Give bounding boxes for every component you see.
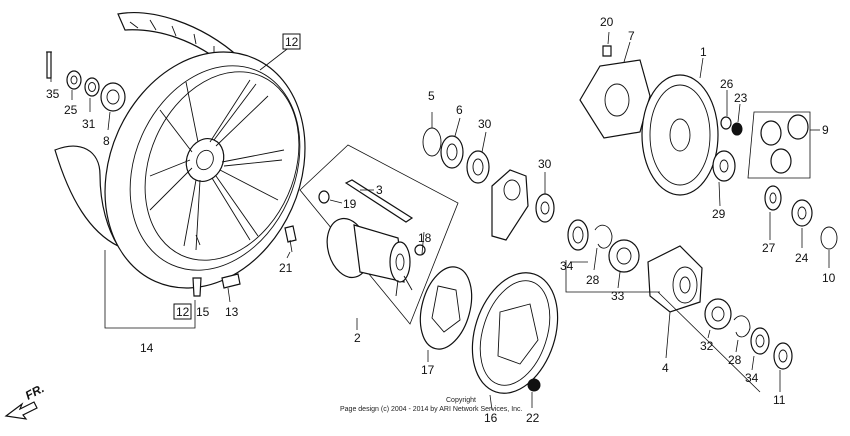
drive-flange-7[interactable] bbox=[579, 59, 651, 139]
front-direction-arrow: FR. bbox=[4, 381, 47, 420]
label-34-b: 34 bbox=[745, 371, 759, 385]
label-9: 9 bbox=[822, 123, 829, 137]
label-14: 14 bbox=[140, 341, 154, 355]
washer-30-b[interactable] bbox=[535, 193, 555, 223]
bolt-20[interactable] bbox=[602, 45, 612, 57]
label-16: 16 bbox=[484, 411, 498, 425]
label-17: 17 bbox=[421, 363, 435, 377]
plate-6[interactable] bbox=[440, 135, 464, 169]
brake-panel-16[interactable] bbox=[458, 262, 572, 405]
label-18: 18 bbox=[418, 231, 432, 245]
shaft-3[interactable] bbox=[344, 179, 414, 223]
label-12-top: 12 bbox=[285, 35, 299, 49]
label-11: 11 bbox=[773, 393, 786, 407]
axle-bolt-35[interactable] bbox=[46, 51, 52, 79]
label-22: 22 bbox=[526, 411, 540, 425]
label-5: 5 bbox=[428, 89, 435, 103]
washer-30-a[interactable] bbox=[466, 150, 490, 184]
hub-assembly-2[interactable] bbox=[299, 144, 459, 325]
copyright-note: Copyright Page design (c) 2004 - 2014 by… bbox=[340, 397, 523, 413]
label-29: 29 bbox=[712, 207, 726, 221]
part-labels: 35 25 31 8 12 14 12 15 13 21 19 3 18 2 5… bbox=[46, 15, 836, 425]
label-12-bottom: 12 bbox=[176, 305, 190, 319]
bolt-21[interactable] bbox=[284, 225, 297, 253]
label-2: 2 bbox=[354, 331, 361, 345]
label-32: 32 bbox=[700, 339, 714, 353]
collar-11[interactable] bbox=[773, 342, 793, 370]
label-19: 19 bbox=[343, 197, 357, 211]
sprocket-hub-4[interactable] bbox=[647, 245, 703, 313]
label-4: 4 bbox=[662, 361, 669, 375]
brake-disc-17[interactable] bbox=[412, 261, 480, 355]
label-28-a: 28 bbox=[586, 273, 600, 287]
label-8: 8 bbox=[103, 134, 110, 148]
valve-15[interactable] bbox=[192, 277, 202, 297]
circlip-28-b[interactable] bbox=[733, 315, 751, 338]
balance-weight-13[interactable] bbox=[221, 273, 241, 289]
washer-29[interactable] bbox=[712, 150, 736, 182]
label-34-a: 34 bbox=[560, 259, 574, 273]
bolt-19[interactable] bbox=[318, 190, 330, 204]
collar-25[interactable] bbox=[66, 70, 82, 90]
bolt-18[interactable] bbox=[414, 244, 426, 256]
nut-26[interactable] bbox=[720, 116, 732, 130]
label-31: 31 bbox=[82, 117, 96, 131]
bearing-8[interactable] bbox=[100, 82, 126, 112]
bearing-33[interactable] bbox=[608, 239, 640, 273]
label-6: 6 bbox=[456, 103, 463, 117]
copyright-line2: Page design (c) 2004 - 2014 by ARI Netwo… bbox=[340, 406, 523, 413]
label-26: 26 bbox=[720, 77, 734, 91]
label-7: 7 bbox=[628, 29, 635, 43]
label-27: 27 bbox=[762, 241, 776, 255]
circlip-28-a[interactable] bbox=[594, 224, 613, 249]
label-28-b: 28 bbox=[728, 353, 742, 367]
nut-22[interactable] bbox=[527, 378, 541, 392]
rear-wheel[interactable] bbox=[54, 12, 341, 320]
copyright-line1: Copyright bbox=[446, 397, 476, 404]
label-33: 33 bbox=[611, 289, 625, 303]
collar-27[interactable] bbox=[764, 185, 782, 211]
nut-24[interactable] bbox=[791, 199, 813, 227]
front-direction-label: FR. bbox=[23, 381, 47, 402]
sprocket-1[interactable] bbox=[641, 74, 719, 196]
label-20: 20 bbox=[600, 15, 614, 29]
label-13: 13 bbox=[225, 305, 239, 319]
label-24: 24 bbox=[795, 251, 809, 265]
label-1: 1 bbox=[700, 45, 707, 59]
label-30-a: 30 bbox=[478, 117, 492, 131]
ring-10[interactable] bbox=[820, 226, 838, 250]
label-23: 23 bbox=[734, 91, 748, 105]
leader-lines bbox=[50, 31, 830, 411]
label-15: 15 bbox=[196, 305, 210, 319]
seal-34-b[interactable] bbox=[750, 327, 770, 355]
label-30-b: 30 bbox=[538, 157, 552, 171]
nut-23[interactable] bbox=[731, 122, 743, 136]
caliper-bracket[interactable] bbox=[491, 169, 529, 241]
label-10: 10 bbox=[822, 271, 836, 285]
seal-34-a[interactable] bbox=[567, 219, 589, 251]
circlip-5[interactable] bbox=[422, 127, 442, 157]
label-3: 3 bbox=[376, 183, 383, 197]
oil-seal-31[interactable] bbox=[84, 77, 100, 97]
bearing-32[interactable] bbox=[704, 298, 732, 330]
label-35: 35 bbox=[46, 87, 60, 101]
damper-set-9[interactable] bbox=[747, 111, 811, 179]
label-25: 25 bbox=[64, 103, 78, 117]
label-21: 21 bbox=[279, 261, 293, 275]
